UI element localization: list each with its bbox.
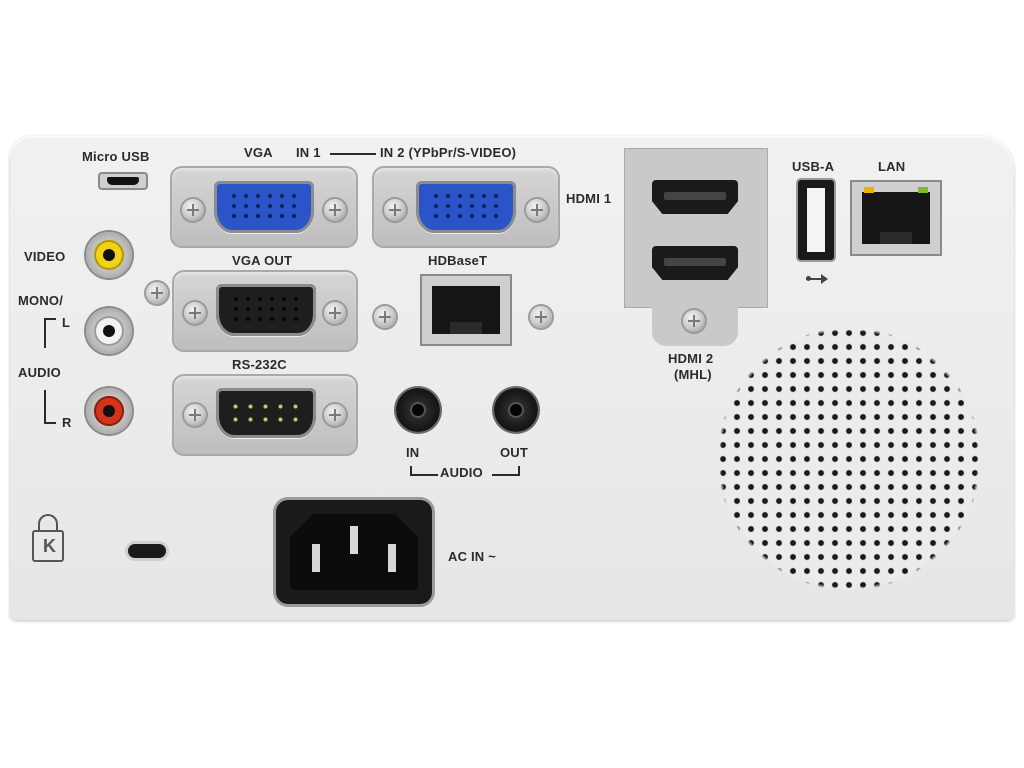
- ac-inlet[interactable]: [276, 500, 432, 604]
- hdmi1-label: HDMI 1: [566, 191, 612, 206]
- security-slot[interactable]: [128, 544, 166, 558]
- kensington-lock-icon: K: [32, 514, 64, 562]
- audio-bracket-left: [44, 318, 56, 348]
- ac-in-label: AC IN ~: [448, 549, 496, 564]
- audio-r-label: R: [62, 415, 72, 430]
- usb-a-port[interactable]: [798, 180, 834, 260]
- hdmi-recess: [624, 148, 768, 308]
- micro-usb-label: Micro USB: [82, 149, 150, 164]
- screw-icon: [184, 404, 206, 426]
- hdmi1-port[interactable]: [652, 180, 738, 214]
- audio-out-label: OUT: [500, 445, 529, 460]
- vga-out-label: VGA OUT: [232, 253, 293, 268]
- lan-port[interactable]: [850, 180, 942, 256]
- in2-label: IN 2 (YPbPr/S-VIDEO): [380, 145, 517, 160]
- screw-icon: [324, 404, 346, 426]
- lan-label: LAN: [878, 159, 906, 174]
- projector-rear-panel: Micro USB VGA IN 1 IN 2 (YPbPr/S-VIDEO) …: [10, 136, 1014, 620]
- hdbaset-port[interactable]: [420, 274, 512, 346]
- hdmi2-port[interactable]: [652, 246, 738, 280]
- micro-usb-port[interactable]: [98, 172, 148, 190]
- screw-icon: [184, 302, 206, 324]
- vga-label: VGA: [244, 145, 273, 160]
- screw-icon: [324, 302, 346, 324]
- audio-l-rca-port[interactable]: [86, 308, 132, 354]
- audio-in-jack[interactable]: [396, 388, 440, 432]
- audio-r-rca-port[interactable]: [86, 388, 132, 434]
- video-rca-port[interactable]: [86, 232, 132, 278]
- screw-icon: [374, 306, 396, 328]
- mhl-label: (MHL): [674, 367, 712, 382]
- usb-symbol-icon: [806, 274, 828, 284]
- audio-bottom-label: AUDIO: [440, 465, 483, 480]
- mono-label: MONO/: [18, 293, 64, 308]
- hdbaset-label: HDBaseT: [428, 253, 488, 268]
- hdmi2-label: HDMI 2: [668, 351, 714, 366]
- audio-in-label: IN: [406, 445, 420, 460]
- audio-l-label: L: [62, 315, 71, 330]
- vga-in1-port[interactable]: [214, 181, 314, 233]
- screw-icon: [683, 310, 705, 332]
- vga-out-port[interactable]: [216, 284, 316, 336]
- audio-bracket-bottom-right: [492, 466, 520, 476]
- audio-out-jack[interactable]: [494, 388, 538, 432]
- in-divider-line: [330, 153, 376, 155]
- screw-icon: [182, 199, 204, 221]
- audio-label-left: AUDIO: [18, 365, 61, 380]
- speaker-grille: [716, 326, 982, 592]
- usb-a-label: USB-A: [792, 159, 835, 174]
- screw-icon: [526, 199, 548, 221]
- in1-label: IN 1: [296, 145, 321, 160]
- audio-bracket-bottom-left: [410, 466, 438, 476]
- screw-icon: [384, 199, 406, 221]
- screw-icon: [324, 199, 346, 221]
- rs232c-port[interactable]: [216, 388, 316, 438]
- audio-bracket-right: [44, 390, 56, 424]
- screw-icon: [146, 282, 168, 304]
- video-label: VIDEO: [24, 249, 66, 264]
- vga-in2-port[interactable]: [416, 181, 516, 233]
- screw-icon: [530, 306, 552, 328]
- rs232c-label: RS-232C: [232, 357, 287, 372]
